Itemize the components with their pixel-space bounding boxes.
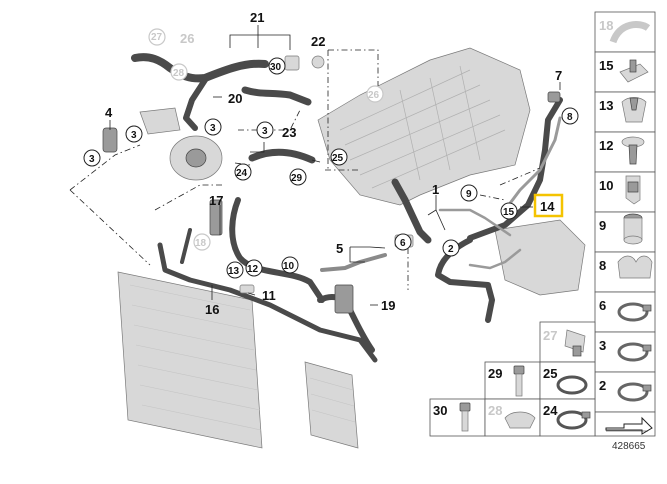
legend-thumb-27 bbox=[564, 329, 586, 357]
water-pump-illustration bbox=[139, 107, 223, 181]
legend-direction-arrow bbox=[605, 416, 653, 435]
callout-22: 22 bbox=[311, 34, 325, 49]
callout-23: 23 bbox=[282, 125, 296, 140]
callout-30: 30 bbox=[270, 62, 282, 73]
callout-20: 20 bbox=[228, 91, 242, 106]
legend-label-27: 27 bbox=[543, 328, 557, 343]
document-number: 428665 bbox=[612, 441, 646, 452]
callout-27: 27 bbox=[151, 32, 163, 43]
callout-21: 21 bbox=[250, 10, 264, 25]
scene-small-parts bbox=[102, 55, 561, 314]
leader-lines bbox=[109, 25, 561, 306]
callout-10: 10 bbox=[283, 261, 295, 272]
callout-3a: 3 bbox=[131, 130, 137, 141]
legend-thumb-10 bbox=[625, 175, 641, 205]
callout-14: 14 bbox=[540, 199, 555, 214]
engine-block-illustration bbox=[317, 47, 531, 206]
legend-thumb-25 bbox=[556, 375, 588, 395]
legend-thumb-9 bbox=[623, 213, 643, 245]
legend-label-29: 29 bbox=[488, 366, 502, 381]
callout-6: 6 bbox=[400, 238, 406, 249]
legend-thumb-24 bbox=[556, 410, 591, 430]
callout-17: 17 bbox=[209, 193, 223, 208]
callout-19: 19 bbox=[381, 298, 395, 313]
highlight-box-14 bbox=[533, 193, 564, 218]
callout-24: 24 bbox=[236, 168, 248, 179]
callout-7: 7 bbox=[555, 68, 562, 83]
legend-thumb-6 bbox=[617, 302, 652, 322]
callout-11: 11 bbox=[262, 288, 276, 303]
callout-labels: 21 22 27 26 28 30 26 20 4 3 3 3 3 23 25 … bbox=[83, 10, 579, 317]
dash-dot-connectors bbox=[69, 49, 541, 290]
callout-16: 16 bbox=[205, 302, 219, 317]
callout-13: 13 bbox=[228, 266, 240, 277]
callout-4: 4 bbox=[105, 105, 113, 120]
legend-label-30: 30 bbox=[433, 403, 447, 418]
legend-thumb-15 bbox=[619, 59, 649, 83]
legend-thumb-8 bbox=[617, 255, 653, 279]
callout-15: 15 bbox=[503, 207, 515, 218]
legend-label-8: 8 bbox=[599, 258, 606, 273]
legend-label-2: 2 bbox=[599, 378, 606, 393]
callout-28: 28 bbox=[173, 68, 185, 79]
legend-label-13: 13 bbox=[599, 98, 613, 113]
legend-thumb-3 bbox=[617, 342, 652, 362]
expansion-tank-illustration bbox=[494, 219, 586, 296]
parts-legend: 18 15 13 12 10 9 8 6 3 2 bbox=[429, 11, 656, 437]
legend-thumb-28 bbox=[504, 411, 536, 429]
hoses-and-pipes bbox=[131, 53, 563, 363]
legend-label-6: 6 bbox=[599, 298, 606, 313]
legend-thumb-30 bbox=[459, 402, 471, 432]
legend-thumb-29 bbox=[513, 365, 525, 397]
legend-label-10: 10 bbox=[599, 178, 613, 193]
callout-25: 25 bbox=[332, 153, 344, 164]
legend-thumb-2 bbox=[617, 382, 652, 402]
legend-thumb-18 bbox=[609, 21, 651, 44]
callout-18: 18 bbox=[195, 238, 207, 249]
callout-9: 9 bbox=[466, 189, 472, 200]
legend-label-9: 9 bbox=[599, 218, 606, 233]
callout-8: 8 bbox=[567, 112, 573, 123]
callout-26: 26 bbox=[180, 31, 194, 46]
radiator-illustration bbox=[117, 271, 263, 449]
legend-right-column: 18 15 13 12 10 9 8 6 3 2 bbox=[594, 11, 656, 437]
legend-label-18: 18 bbox=[599, 18, 613, 33]
callout-26b: 26 bbox=[368, 90, 380, 101]
callout-12: 12 bbox=[247, 264, 259, 275]
legend-label-12: 12 bbox=[599, 138, 613, 153]
legend-label-25: 25 bbox=[543, 366, 557, 381]
callout-1: 1 bbox=[432, 182, 439, 197]
callout-3c: 3 bbox=[89, 154, 95, 165]
callout-2: 2 bbox=[448, 244, 454, 255]
legend-thumb-13 bbox=[621, 97, 647, 123]
legend-label-24: 24 bbox=[543, 403, 558, 418]
legend-label-3: 3 bbox=[599, 338, 606, 353]
aux-radiator-illustration bbox=[304, 361, 359, 449]
callout-29: 29 bbox=[291, 173, 303, 184]
legend-label-28: 28 bbox=[488, 403, 502, 418]
legend-thumb-12 bbox=[621, 136, 645, 165]
legend-label-15: 15 bbox=[599, 58, 613, 73]
callout-3b: 3 bbox=[210, 123, 216, 134]
callout-3d: 3 bbox=[262, 126, 268, 137]
callout-5: 5 bbox=[336, 241, 343, 256]
